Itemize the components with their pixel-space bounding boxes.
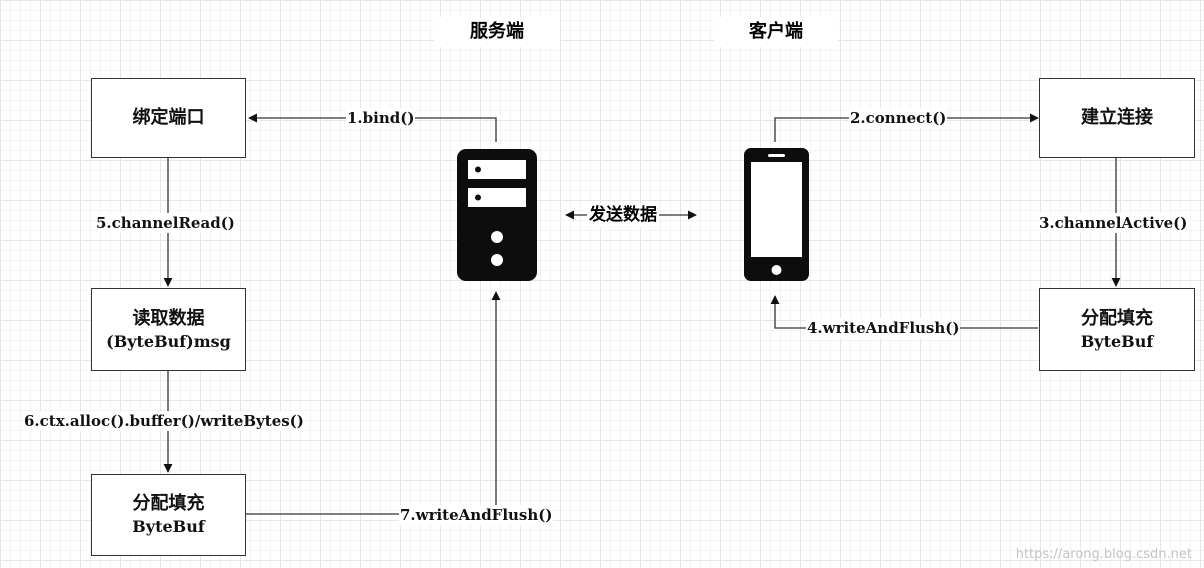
connect-connector xyxy=(774,113,1039,142)
server-write-flush-connector xyxy=(245,291,501,515)
client-write-flush-step-label: 4.writeAndFlush() xyxy=(806,318,961,338)
send-data-label: 发送数据 xyxy=(587,203,659,227)
read-data-sublabel: (ByteBuf)msg xyxy=(106,331,231,351)
server-alloc-label: 分配填充 xyxy=(132,493,205,514)
channel-active-step-label: 3.channelActive() xyxy=(1038,213,1189,233)
ctx-alloc-step-label: 6.ctx.alloc().buffer()/writeBytes() xyxy=(23,411,305,431)
phone-icon xyxy=(744,148,809,281)
server-icon xyxy=(457,149,537,281)
server-title: 服务端 xyxy=(434,17,560,47)
read-data-label: 读取数据 xyxy=(132,307,205,329)
client-alloc-sublabel: ByteBuf xyxy=(1080,331,1154,351)
bind-connector xyxy=(248,113,497,142)
bind-step-label: 1.bind() xyxy=(346,108,416,128)
connect-label: 建立连接 xyxy=(1081,107,1153,128)
bind-port-box: 绑定端口 xyxy=(91,78,246,158)
read-data-box: 读取数据 (ByteBuf)msg xyxy=(91,288,246,371)
connect-step-label: 2.connect() xyxy=(849,108,948,128)
bind-port-label: 绑定端口 xyxy=(132,107,205,128)
server-alloc-box: 分配填充 ByteBuf xyxy=(91,474,246,556)
connect-box: 建立连接 xyxy=(1039,78,1195,158)
channel-read-step-label: 5.channelRead() xyxy=(95,213,236,233)
client-alloc-box: 分配填充 ByteBuf xyxy=(1039,288,1195,371)
server-alloc-sublabel: ByteBuf xyxy=(132,517,205,536)
client-title: 客户端 xyxy=(714,17,838,47)
server-write-flush-step-label: 7.writeAndFlush() xyxy=(399,505,554,525)
watermark: https://arong.blog.csdn.net xyxy=(1015,547,1192,562)
client-alloc-label: 分配填充 xyxy=(1081,307,1153,329)
